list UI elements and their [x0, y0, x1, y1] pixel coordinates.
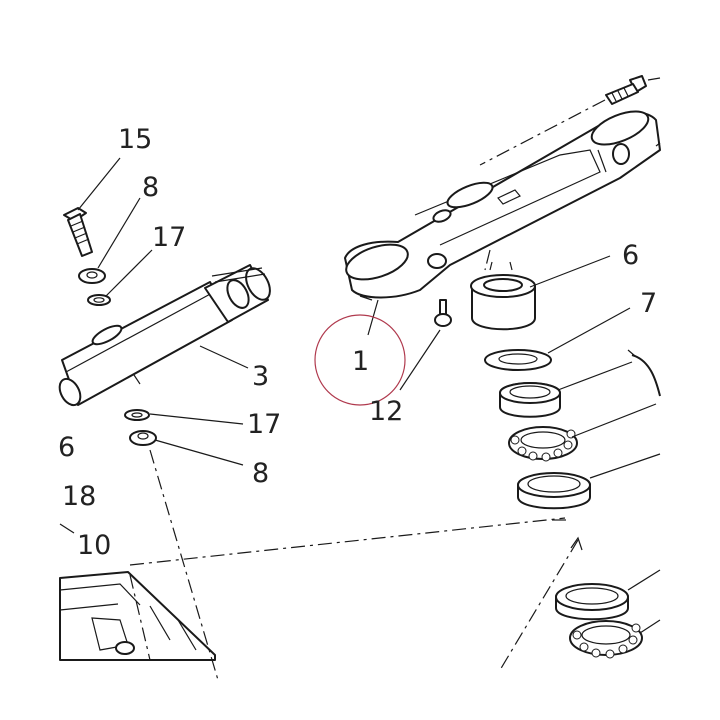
leader-1 [367, 299, 379, 336]
callout-8-bottom: 8 [252, 458, 269, 489]
leader-15 [77, 157, 121, 211]
leader-7 [547, 307, 631, 354]
bearing-race-top [499, 382, 561, 418]
leader-6-right [529, 255, 611, 288]
axis-lower-stack [499, 539, 579, 671]
axis-frame-link [129, 517, 566, 566]
callout-1: 1 [352, 346, 369, 377]
top-yoke-1 [344, 110, 661, 301]
callout-15: 15 [118, 124, 152, 155]
bolt-15 [63, 207, 93, 257]
frame-fragment [59, 571, 216, 661]
nut-6 [470, 261, 536, 331]
leader-3 [199, 345, 249, 369]
washer-8-top [78, 268, 106, 284]
axis-yoke-column [484, 249, 491, 271]
callout-8-top: 8 [142, 172, 159, 203]
bracket [627, 349, 661, 397]
leader-12 [399, 329, 441, 391]
leader-17-top [105, 249, 153, 297]
callout-10: 10 [77, 530, 111, 561]
washer-17-top [87, 294, 111, 306]
bolt-12 [434, 299, 452, 327]
lower-race [555, 583, 629, 621]
leader-10 [59, 523, 75, 534]
leader-lower-race [627, 569, 661, 591]
washer-8-bottom [129, 430, 157, 446]
lower-stack-arrow [570, 536, 583, 551]
ball-bearing-top [508, 426, 578, 462]
callout-6-left: 6 [58, 432, 75, 463]
leader-17-bottom [149, 413, 244, 425]
callout-3: 3 [252, 361, 269, 392]
bearing-race-bottom [517, 472, 591, 510]
leader-8-top [97, 197, 141, 269]
callout-7: 7 [640, 288, 657, 319]
dust-seal-7 [484, 349, 552, 371]
highlight-circle [314, 314, 406, 406]
washer-17-bottom [124, 409, 150, 421]
callout-6-right: 6 [622, 240, 639, 271]
callout-17-bottom: 17 [247, 409, 281, 440]
top-bolt [479, 75, 661, 166]
leader-race-bottom [589, 453, 661, 479]
lower-ball-bearing [569, 620, 643, 659]
leader-8-bottom [154, 439, 244, 466]
callout-17-top: 17 [152, 222, 186, 253]
leader-bearing-top [571, 403, 657, 438]
callout-18: 18 [62, 481, 96, 512]
callout-12: 12 [369, 396, 403, 427]
fork-tube-3 [58, 264, 271, 407]
leader-lower-bearing [639, 619, 661, 634]
leader-race-top [557, 361, 633, 391]
axis-left-fork [149, 449, 219, 681]
